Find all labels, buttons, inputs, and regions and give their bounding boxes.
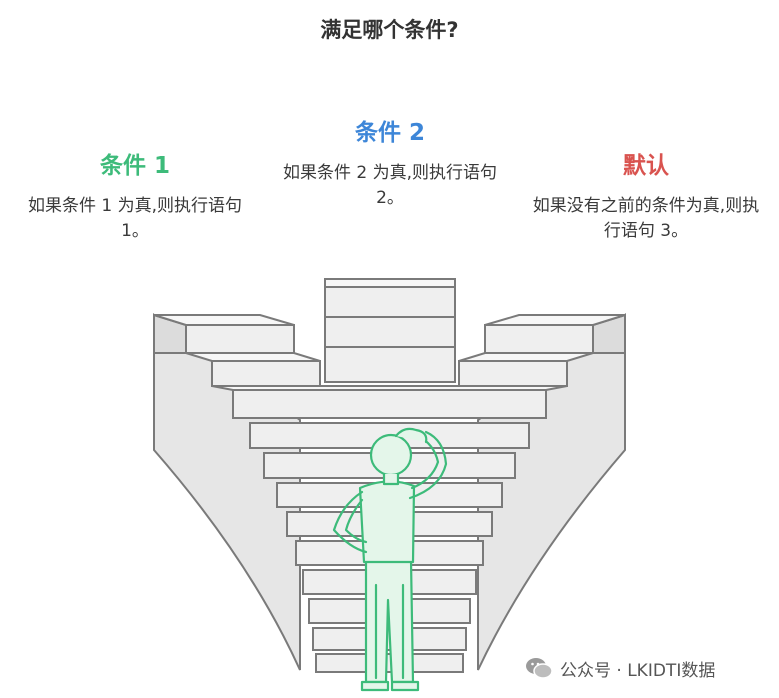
condition-1-block: 条件 1 如果条件 1 为真,则执行语句 1。 bbox=[20, 146, 250, 244]
condition-2-text: 如果条件 2 为真,则执行语句 2。 bbox=[282, 163, 498, 208]
wechat-icon bbox=[526, 658, 553, 679]
right-steps bbox=[458, 313, 626, 387]
watermark-text: 公众号 · LKIDTI数据 bbox=[560, 660, 716, 681]
condition-2-label: 条件 2 bbox=[354, 120, 425, 146]
default-text: 如果没有之前的条件为真,则执行语句 3。 bbox=[532, 196, 760, 241]
default-block: 默认 如果没有之前的条件为真,则执行语句 3。 bbox=[528, 146, 764, 244]
center-steps bbox=[324, 278, 456, 383]
condition-2-block: 条件 2 如果条件 2 为真,则执行语句 2。 bbox=[270, 113, 510, 211]
page-title: 满足哪个条件? bbox=[320, 18, 459, 42]
condition-1-text: 如果条件 1 为真,则执行语句 1。 bbox=[27, 196, 243, 241]
watermark: 公众号 · LKIDTI数据 bbox=[524, 654, 715, 682]
condition-1-label: 条件 1 bbox=[99, 153, 170, 179]
left-steps bbox=[153, 313, 321, 387]
thinking-person-icon bbox=[332, 427, 448, 692]
default-label: 默认 bbox=[623, 153, 669, 179]
